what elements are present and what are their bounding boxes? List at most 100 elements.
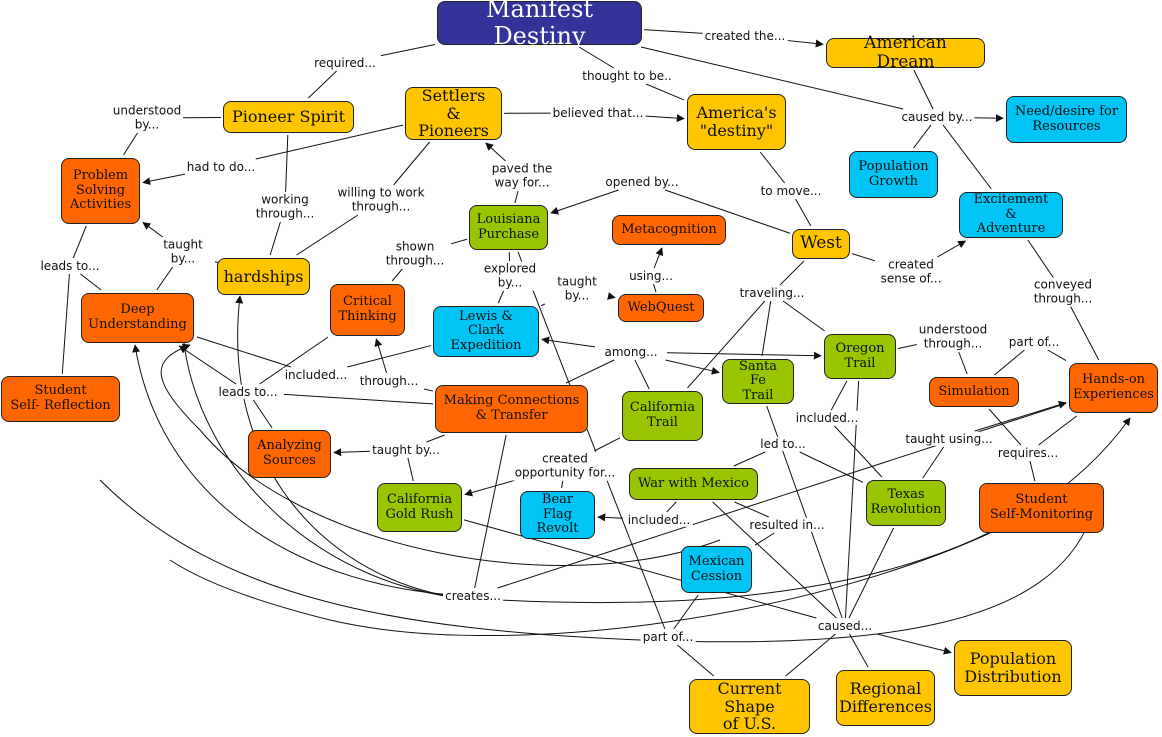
node-oregon-trail[interactable]: Oregon Trail: [824, 334, 896, 379]
node-pioneer-spirit[interactable]: Pioneer Spirit: [223, 101, 354, 133]
node-population-growth[interactable]: Population Growth: [849, 151, 938, 198]
node-bear-flag-revolt[interactable]: Bear Flag Revolt: [520, 491, 595, 539]
connection-oregon-to-lp_understood_through: [897, 344, 918, 350]
connection-lp_explored-to-lewis_clark: [497, 290, 504, 304]
connection-lp_understood_through-to-simulation: [958, 351, 968, 375]
connection-making_connections-to-lp_among: [565, 359, 615, 384]
connection-lewis_clark-to-lp_taught_by_2: [540, 303, 546, 307]
node-student-self-reflection[interactable]: Student Self- Reflection: [1, 376, 120, 422]
node-webquest[interactable]: WebQuest: [618, 294, 704, 322]
node-war-with-mexico[interactable]: War with Mexico: [629, 468, 758, 500]
node-population-distribution[interactable]: Population Distribution: [954, 640, 1072, 696]
connection-simulation-to-lp_part_of_1: [994, 349, 1025, 376]
node-santa-fe-trail[interactable]: Santa Fe Trail: [722, 359, 794, 404]
node-excitement-adventure[interactable]: Excitement & Adventure: [959, 192, 1063, 238]
connection-making_connections-to-lp_leads_to_2: [283, 393, 434, 405]
connection-gold_rush-to-lp_caused: [463, 519, 817, 619]
connection-lp_among-to-santa_fe: [665, 359, 720, 375]
connection-texas-to-lp_caused: [848, 527, 895, 619]
connection-lp_traveling-to-santa_fe: [761, 300, 772, 357]
connection-war_mexico-to-lp_caused: [712, 501, 837, 619]
link-led-to: led to...: [758, 436, 808, 452]
link-included: included...: [625, 512, 693, 528]
connection-lp_through-to-critical_thinking: [374, 338, 388, 374]
link-taught-by: taught by...: [161, 237, 205, 267]
connection-lp_using-to-metacognition: [653, 247, 664, 269]
link-through: through...: [357, 373, 421, 389]
node-mexican-cession[interactable]: Mexican Cession: [681, 546, 752, 593]
node-analyzing-sources[interactable]: Analyzing Sources: [248, 430, 331, 478]
node-manifest-destiny[interactable]: Manifest Destiny: [437, 0, 642, 49]
connection-california_trail-to-lp_created_opp: [594, 437, 621, 452]
connection-louisiana-to-lp_paved: [514, 190, 519, 204]
node-regional-differences[interactable]: Regional Differences: [836, 670, 935, 726]
connection-lp_understood_by-to-problem_solving: [123, 132, 138, 156]
connection-lp_shown-to-critical_thinking: [391, 268, 403, 282]
connection-lp_created_opp-to-bear_flag: [561, 480, 564, 489]
node-west[interactable]: West: [792, 229, 850, 259]
node-metacognition[interactable]: Metacognition: [612, 215, 726, 245]
connection-lp_led_to-to-texas: [799, 451, 864, 483]
link-creates: creates...: [443, 588, 503, 604]
connection-critical_thinking-to-lp_leads_to_2: [259, 336, 329, 385]
node-hardships[interactable]: hardships: [217, 258, 310, 295]
node-california-gold-rush[interactable]: California Gold Rush: [377, 483, 462, 532]
connection-simulation-to-lp_requires: [988, 408, 1022, 446]
node-louisiana-purchase[interactable]: Louisiana Purchase: [469, 205, 548, 250]
connection-lp_requires-to-hands_on: [1038, 415, 1077, 446]
connection-americas_destiny-to-lp_to_move: [759, 151, 786, 184]
connection-lp_paved-to-settlers: [485, 142, 506, 162]
node-hands-on-experiences[interactable]: Hands-on Experiences: [1069, 363, 1158, 413]
node-lewis-clark[interactable]: Lewis & Clark Expedition: [433, 306, 539, 357]
connection-manifest-to-lp_created_the: [643, 29, 710, 35]
link-caused-by: caused by...: [899, 109, 975, 125]
link-taught-by: taught by...: [370, 442, 442, 458]
link-part-of: part of...: [1006, 334, 1062, 350]
node-problem-solving[interactable]: Problem Solving Activities: [61, 158, 140, 224]
node-american-dream[interactable]: American Dream: [826, 33, 985, 72]
node-texas-revolution[interactable]: Texas Revolution: [866, 480, 946, 526]
connection-lp_traveling-to-california_trail: [687, 300, 766, 389]
connection-manifest-to-lp_required: [380, 44, 436, 57]
node-americas-destiny[interactable]: America's "destiny": [687, 94, 786, 150]
node-california-trail[interactable]: California Trail: [622, 391, 703, 441]
connection-lp_leads_to_2-to-deep_understanding: [178, 345, 237, 385]
node-need-resources[interactable]: Need/desire for Resources: [1006, 96, 1127, 143]
connection-lp_created_sense-to-excitement: [937, 240, 967, 258]
connection-lp_taught_by_1-to-deep_understanding: [156, 266, 174, 291]
connection-lp_caused_by-to-need_resources: [972, 114, 1004, 123]
node-making-connections[interactable]: Making Connections & Transfer: [435, 385, 588, 433]
curve-california-trail-to-deep-understanding: [160, 343, 721, 566]
connection-louisiana-to-lp_part_of_2: [517, 251, 666, 630]
node-student-self-monitoring[interactable]: Student Self-Monitoring: [979, 483, 1104, 533]
link-using: using...: [627, 268, 675, 284]
connection-settlers-to-lp_willing: [393, 141, 430, 186]
connection-american_dream-to-lp_caused_by: [913, 69, 934, 110]
node-simulation[interactable]: Simulation: [929, 377, 1019, 407]
connection-analyzing_sources-to-lp_leads_to_2: [252, 399, 273, 429]
connection-war_mexico-to-lp_included_3: [666, 501, 677, 513]
link-required: required...: [312, 55, 378, 71]
connection-lp_caused-to-current_shape: [785, 633, 836, 677]
curve-creates-to-hardships: [235, 295, 461, 599]
connection-lp_included_1-to-deep_understanding: [196, 336, 292, 368]
connection-lp_to_move-to-west: [795, 198, 812, 227]
connection-pioneer_spirit-to-lp_working: [285, 134, 289, 193]
link-willing-to-work: willing to work through...: [335, 185, 427, 215]
node-current-shape-us[interactable]: Current Shape of U.S.: [689, 679, 810, 734]
node-critical-thinking[interactable]: Critical Thinking: [330, 284, 405, 336]
connection-lp_among-to-oregon: [666, 351, 822, 360]
connection-lp_opened_by-to-louisiana: [550, 189, 619, 215]
link-shown-through: shown through...: [383, 239, 447, 269]
node-deep-understanding[interactable]: Deep Understanding: [81, 293, 194, 343]
connection-lp_caused-to-regional_diff: [849, 633, 869, 668]
connection-excitement-to-lp_conveyed: [1027, 239, 1059, 285]
connection-lp_resulted-to-mexican_cession: [754, 532, 775, 546]
link-working-through: working through...: [253, 192, 317, 222]
connection-texas-to-lp_taught_using: [922, 446, 945, 479]
curve-self-monitoring: [169, 532, 991, 637]
connection-making_connections-to-lp_through: [423, 388, 434, 392]
node-settlers-pioneers[interactable]: Settlers & Pioneers: [405, 86, 502, 140]
link-created-opportunity: created opportunity for...: [512, 451, 618, 481]
